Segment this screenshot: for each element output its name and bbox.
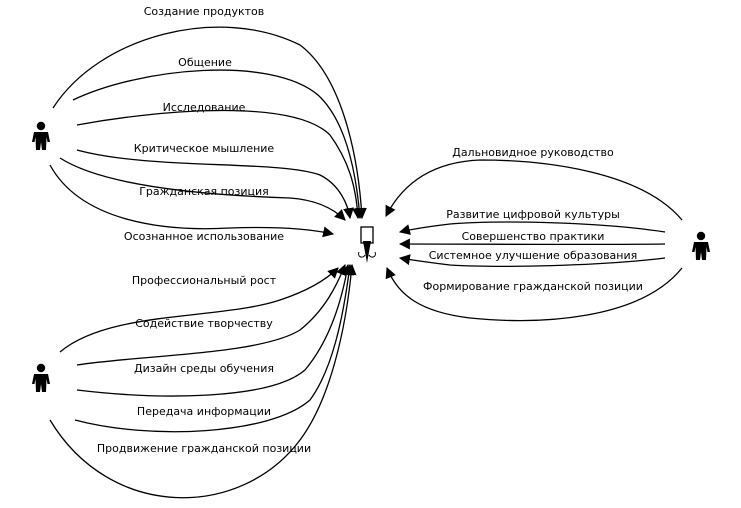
edge-12-line (398, 221, 666, 235)
edge-label: Профессиональный рост (132, 274, 277, 287)
edge-4-line (59, 157, 346, 221)
edge-6-line (49, 263, 357, 499)
edge-0-line (52, 26, 367, 220)
edge-5-line (49, 164, 335, 238)
edge-2-line (76, 109, 363, 220)
edge-3-line (76, 149, 354, 220)
edge-label: Системное улучшение образования (429, 249, 638, 262)
edge-10-line (59, 267, 339, 353)
edge-label: Продвижение гражданской позиции (97, 442, 311, 455)
edge-9-line (76, 263, 347, 366)
edge-label: Совершенство практики (462, 230, 605, 243)
edge-15-line (385, 266, 683, 322)
edge-label: Передача информации (137, 405, 271, 418)
edge-label: Содействие творчеству (135, 317, 273, 330)
person-icon (32, 121, 50, 150)
edge-7-line (74, 263, 355, 433)
edge-label: Дизайн среды обучения (134, 362, 274, 375)
edge-label: Исследование (163, 101, 246, 114)
edge-label: Формирование гражданской позиции (423, 280, 643, 293)
edge-label: Осознанное использование (124, 230, 284, 243)
edge-label: Гражданская позиция (139, 185, 269, 198)
system-node-icon (358, 226, 376, 263)
person-icon (692, 231, 710, 260)
edge-label: Критическое мышление (134, 142, 275, 155)
edge-8-line (76, 263, 352, 397)
edge-label: Общение (178, 56, 232, 69)
edge-label: Развитие цифровой культуры (446, 208, 620, 221)
edge-label: Создание продуктов (144, 5, 265, 18)
edge-label: Дальновидное руководство (452, 146, 614, 159)
edge-14-line (398, 254, 666, 267)
edge-1-line (72, 69, 365, 220)
person-icon (32, 363, 50, 392)
edge-11-line (385, 159, 683, 221)
